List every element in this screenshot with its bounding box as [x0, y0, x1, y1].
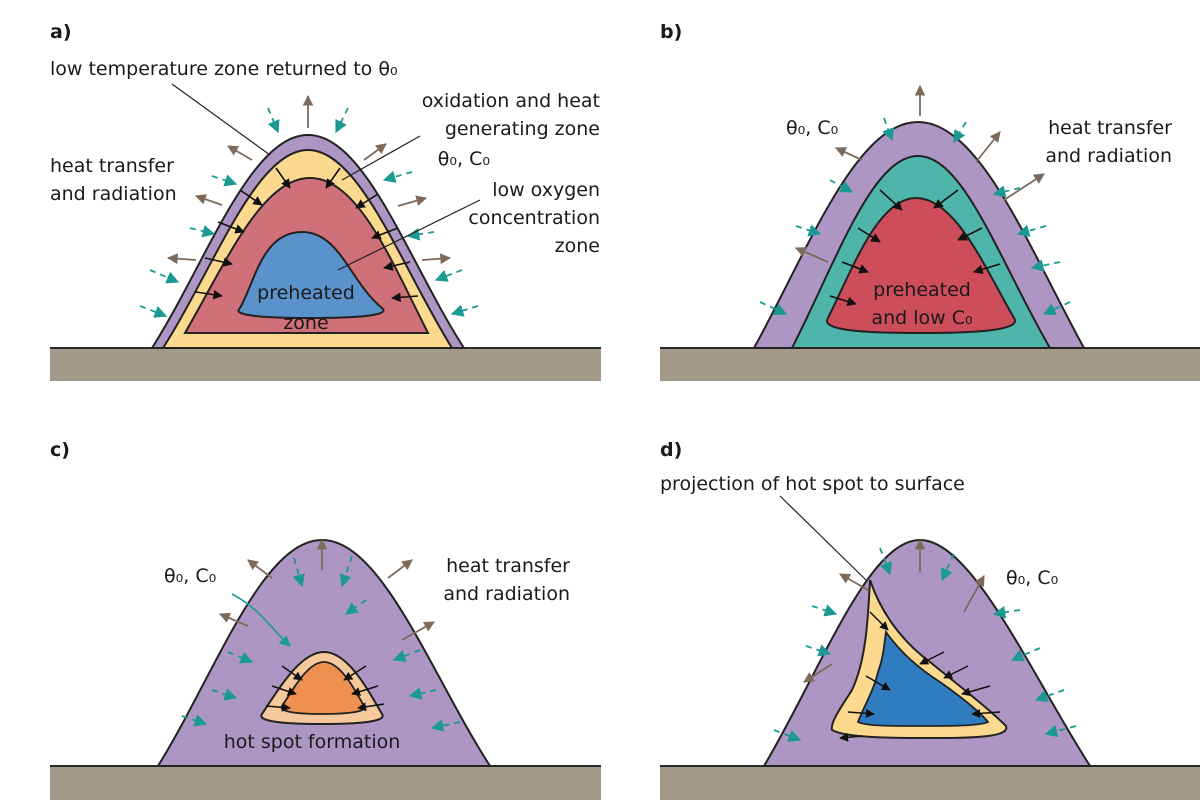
preheated-label-b-line1: preheated [873, 279, 971, 301]
panel-d: d) projection of hot spot to surface θ₀,… [660, 439, 1200, 800]
panel-c: c) θ₀, C₀ heat transfer and radiation ho… [50, 439, 601, 800]
heat-transfer-label-c-line2: and radiation [443, 583, 570, 605]
heat-transfer-label-b-line2: and radiation [1045, 145, 1172, 167]
low-oxygen-label-line1: low oxygen [492, 179, 600, 201]
panel-b: b) θ₀, C₀ heat transfer and radiation pr… [660, 21, 1200, 381]
heat-transfer-label-b-line1: heat transfer [1048, 117, 1172, 139]
theta-c-label-c: θ₀, C₀ [164, 565, 216, 587]
preheated-zone-a [237, 230, 385, 320]
panel-label-b: b) [660, 21, 682, 43]
panel-label-d: d) [660, 439, 682, 461]
ground-a [50, 348, 601, 381]
preheated-label-a-line2: zone [283, 312, 328, 334]
heat-transfer-label-c-line1: heat transfer [446, 555, 570, 577]
panel-label-c: c) [50, 439, 70, 461]
low-oxygen-label-line2: concentration [468, 207, 600, 229]
oxidation-label-line1: oxidation and heat [422, 90, 600, 112]
preheated-zone-b [825, 196, 1016, 335]
heat-transfer-label-a-line2: and radiation [50, 183, 177, 205]
preheated-label-b-line2: and low C₀ [871, 307, 972, 329]
theta-c-label-d: θ₀, C₀ [1006, 567, 1058, 589]
panel-label-a: a) [50, 21, 72, 43]
ground-d [660, 766, 1200, 800]
projection-label: projection of hot spot to surface [660, 473, 965, 495]
oxidation-label-line2: generating zone [445, 118, 600, 140]
ground-b [660, 348, 1200, 381]
low-oxygen-label-line3: zone [555, 235, 600, 257]
low-temperature-label: low temperature zone returned to θ₀ [50, 58, 398, 80]
hotspot-projection-core-d [856, 629, 990, 727]
heat-transfer-label-a-line1: heat transfer [50, 155, 174, 177]
hotspot-label: hot spot formation [224, 731, 401, 753]
panel-a: a) low temperature zone returned to θ₀ o… [50, 21, 601, 381]
ground-c [50, 766, 601, 800]
preheated-label-a-line1: preheated [257, 282, 355, 304]
theta-c-label-a: θ₀, C₀ [438, 148, 490, 170]
theta-c-label-b: θ₀, C₀ [786, 117, 838, 139]
